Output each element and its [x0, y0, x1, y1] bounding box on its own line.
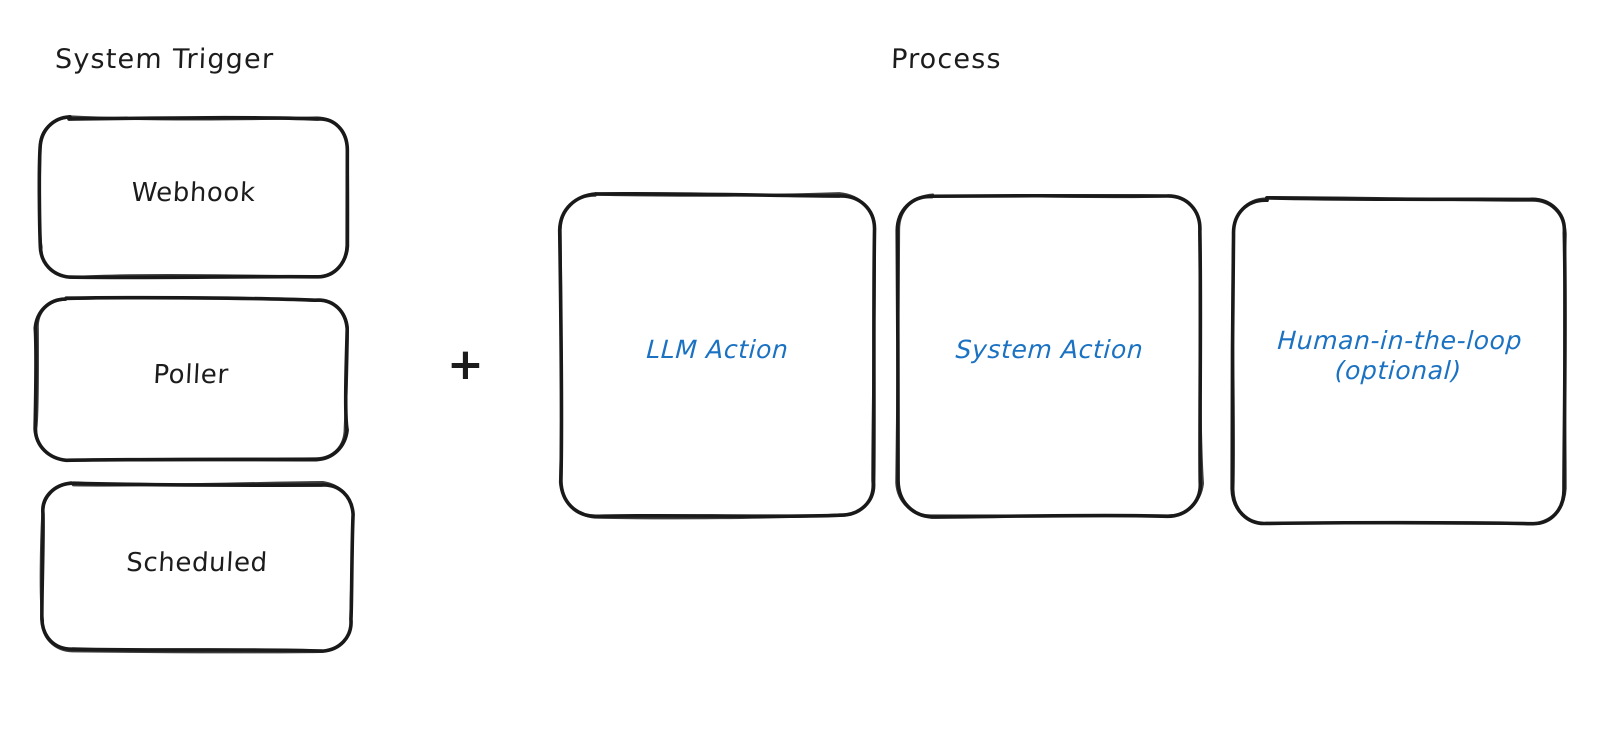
heading-process: Process — [890, 44, 1003, 75]
process-node-label: System Action — [954, 335, 1145, 365]
trigger-node-label: Poller — [152, 359, 230, 390]
trigger-node-poller[interactable]: Poller — [33, 295, 349, 463]
heading-system-trigger: System Trigger — [54, 44, 275, 75]
process-node-label: Human-in-the-loop (optional) — [1276, 326, 1523, 385]
trigger-node-label: Scheduled — [125, 547, 269, 578]
trigger-node-label: Webhook — [130, 177, 257, 208]
node-outline-icon — [37, 114, 350, 280]
node-outline-icon — [33, 295, 349, 463]
node-outline-icon — [1230, 196, 1567, 526]
process-node-human-in-the-loop[interactable]: Human-in-the-loop (optional) — [1230, 196, 1567, 526]
node-outline-icon — [895, 193, 1204, 519]
process-node-llm-action[interactable]: LLM Action — [557, 191, 877, 520]
plus-operator-icon: + — [447, 339, 484, 390]
node-outline-icon — [557, 191, 877, 520]
trigger-node-scheduled[interactable]: Scheduled — [39, 481, 355, 654]
process-node-label: LLM Action — [645, 334, 790, 364]
trigger-node-webhook[interactable]: Webhook — [37, 114, 350, 280]
node-outline-icon — [39, 481, 355, 654]
process-node-system-action[interactable]: System Action — [895, 193, 1204, 519]
